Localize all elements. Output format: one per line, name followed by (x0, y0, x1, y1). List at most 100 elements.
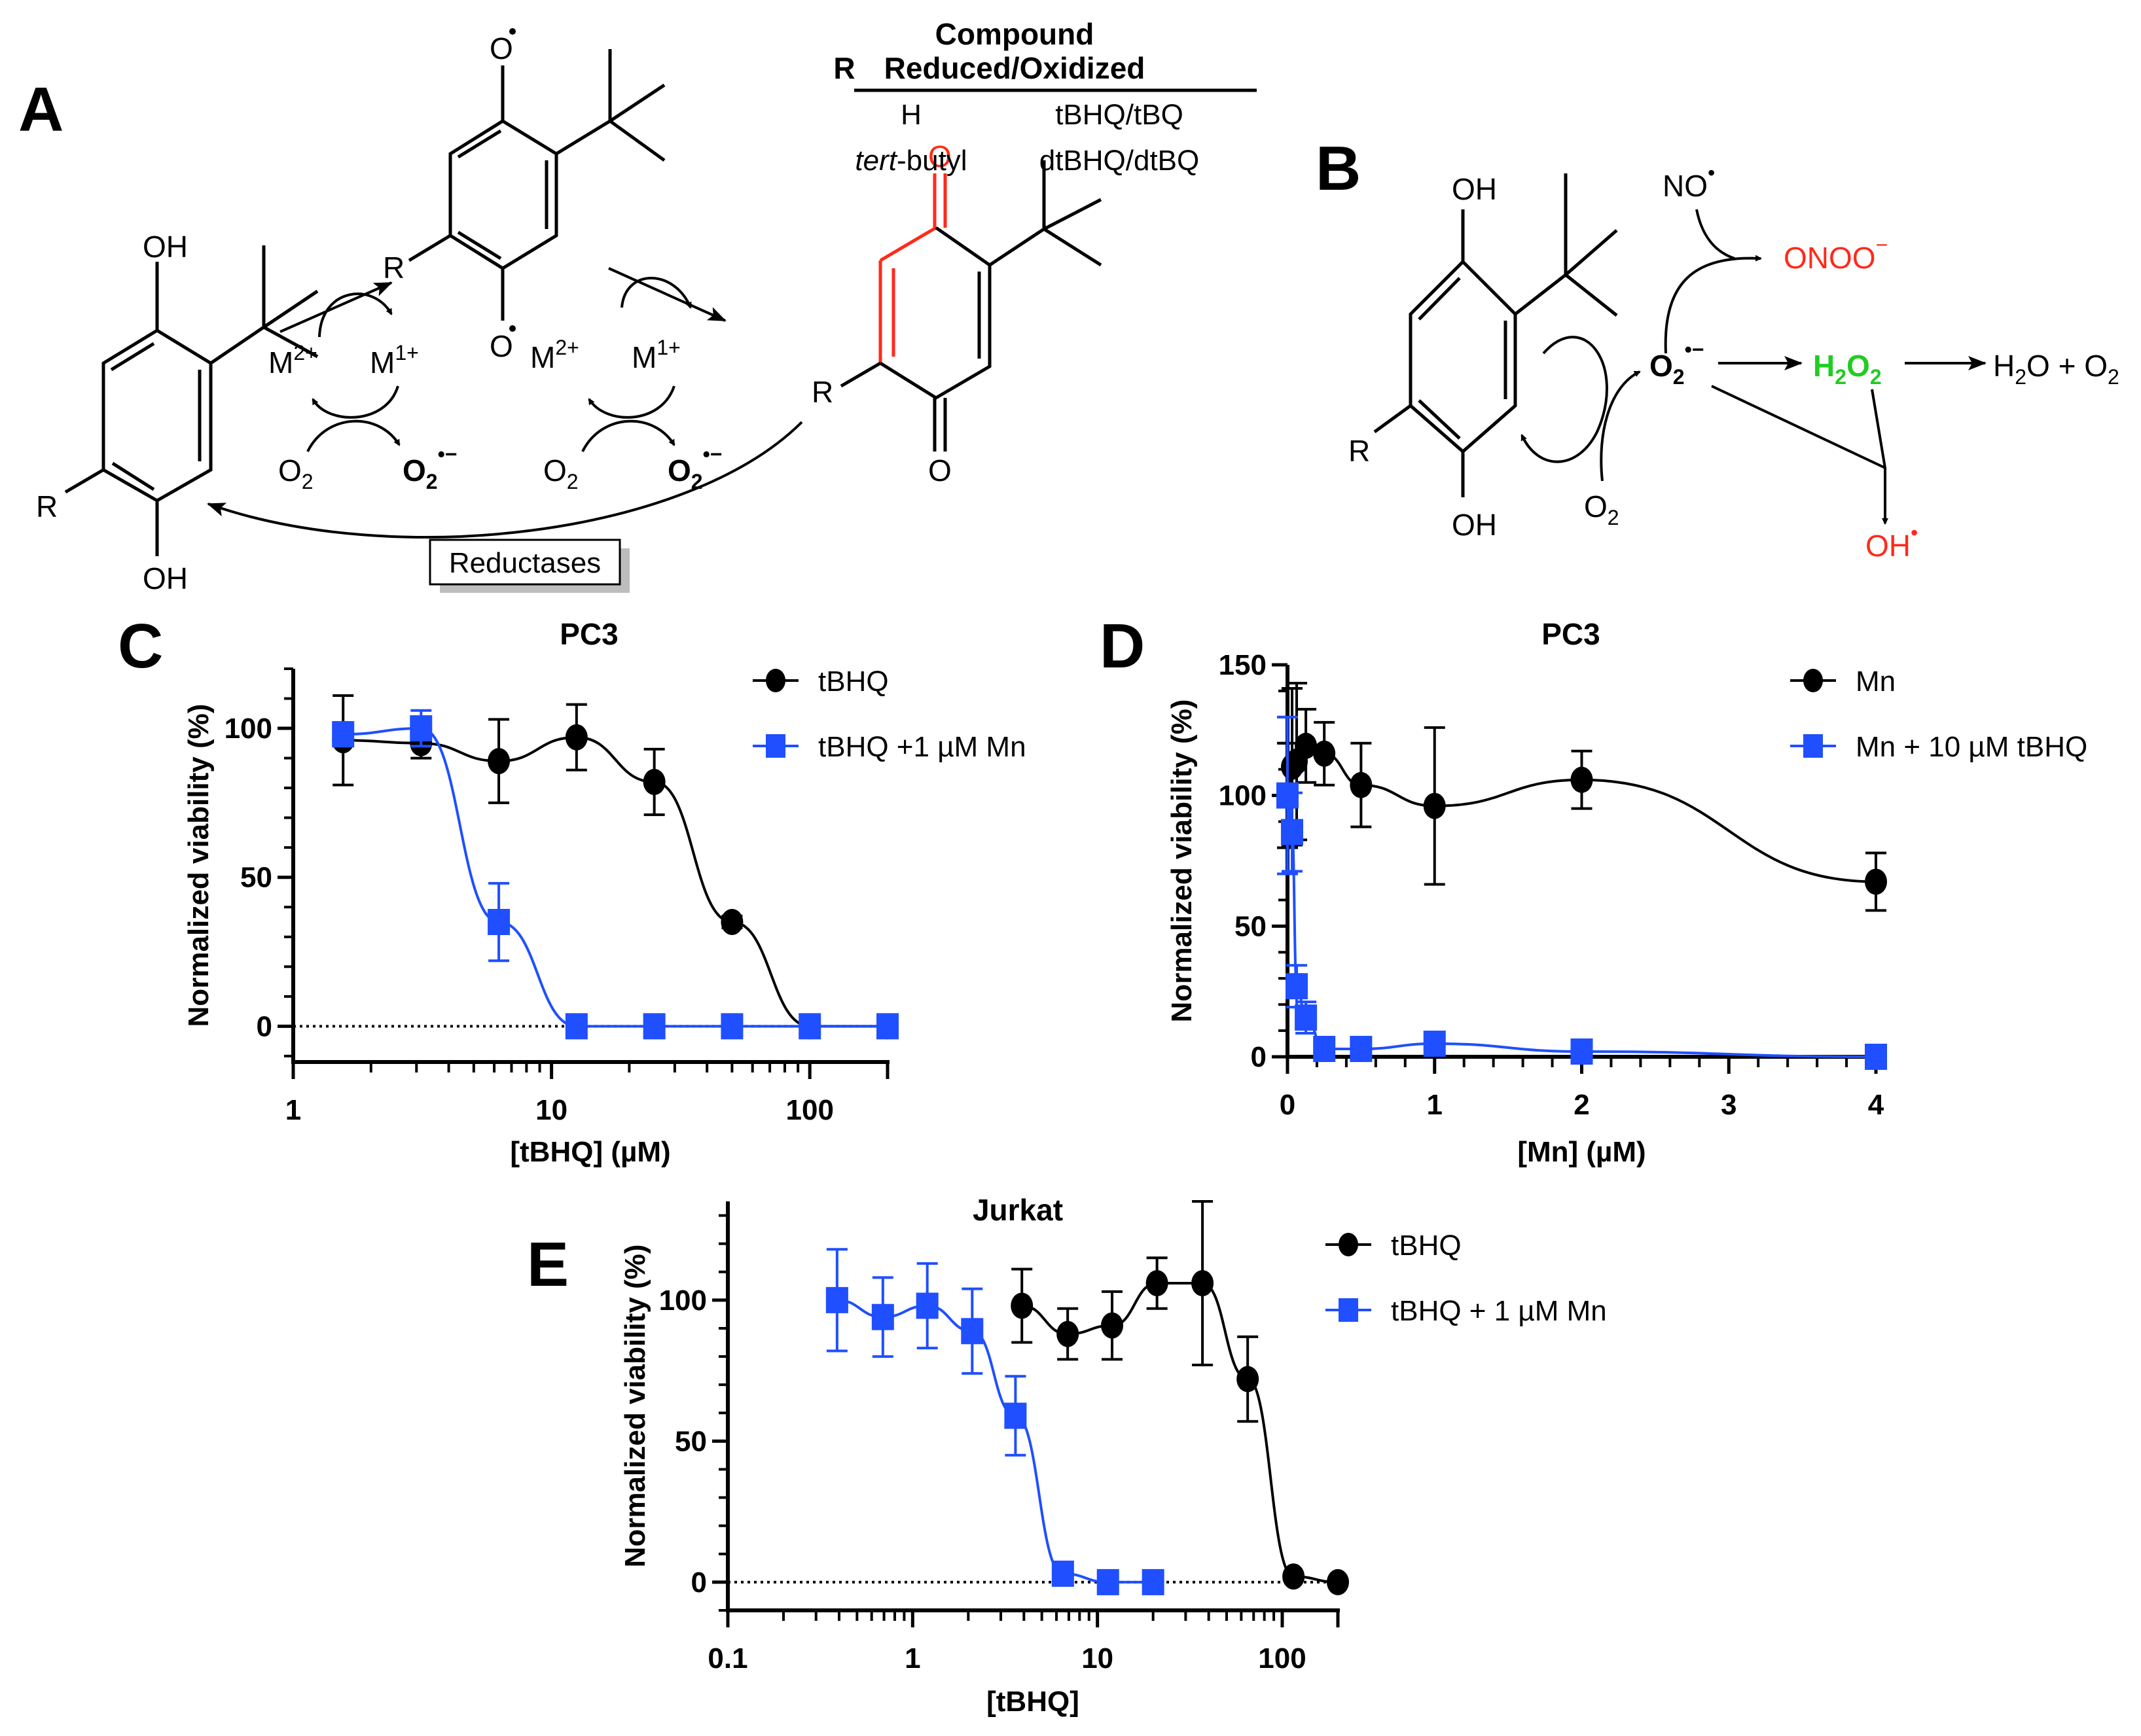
table-header-compound-1: Compound (935, 17, 1094, 51)
data-point-circle (565, 724, 588, 751)
x-axis-label: [Mn] (µM) (1517, 1136, 1646, 1168)
hydroquinone-structure-b (1373, 173, 1618, 497)
fit-curve (343, 727, 888, 1028)
butyl-text: -butyl (897, 145, 967, 177)
y-tick-label: 100 (1219, 780, 1267, 812)
r-substituent-table: Compound R Reduced/Oxidized H tBHQ/tBQ t… (833, 17, 1257, 177)
metal-oxidation-arrow-2 (588, 385, 675, 419)
m2-label-2: M2+ (530, 336, 579, 374)
superoxide-label-2: O2•− (668, 442, 722, 493)
reductases-label: Reductases (449, 547, 601, 579)
series-black-circles (1276, 681, 1887, 912)
hydroquinone-cycle-arrow (1520, 336, 1608, 463)
data-point-square (410, 715, 433, 742)
r-label-left: R (36, 489, 58, 523)
data-point-circle (1313, 740, 1336, 767)
y-tick-label: 50 (240, 862, 272, 894)
data-point-circle (1423, 792, 1446, 819)
data-point-circle (1191, 1270, 1214, 1296)
data-point-square (332, 721, 355, 748)
panel-letter-b: B (1316, 133, 1361, 204)
superoxide-label-b: O2•− (1649, 338, 1704, 389)
data-point-circle (488, 748, 511, 775)
oh-label-bottom: OH (143, 561, 188, 595)
o-quinone-top: O (928, 139, 952, 173)
forward-arrow-1 (279, 281, 393, 333)
x-tick-label: 100 (1258, 1642, 1306, 1674)
o-radical-top: O (490, 31, 513, 65)
panel-letter-e: E (527, 1230, 569, 1300)
panel-letter-c: C (118, 611, 163, 681)
x-axis-label: [tBHQ] (µM) (510, 1136, 670, 1168)
chart-title: Jurkat (973, 1193, 1063, 1227)
legend-label: Mn (1856, 665, 1896, 698)
m1-label-1: M1+ (370, 341, 419, 380)
y-tick-label: 0 (1251, 1041, 1267, 1073)
data-point-square (1142, 1568, 1164, 1595)
hydroquinone-structure (64, 245, 319, 556)
legend-label: Mn + 10 µM tBHQ (1856, 731, 2087, 763)
data-point-circle (1350, 771, 1373, 798)
water-oxygen-label: H2O + O2 (1993, 349, 2119, 389)
panel-a: A OH OH R O (18, 17, 1257, 595)
o2-to-superoxide-arrow (1600, 370, 1641, 482)
panel-letter-d: D (1100, 611, 1145, 681)
nitric-oxide-label: NO• (1663, 161, 1715, 203)
radical-dot-icon (509, 325, 516, 332)
data-point-square (1051, 1560, 1074, 1587)
table-header-r: R (833, 51, 855, 85)
o2-reduction-arrow-1 (306, 419, 401, 452)
data-point-square (1004, 1402, 1027, 1429)
m1-label-2: M1+ (632, 336, 681, 374)
r-label-right: R (812, 375, 833, 409)
y-tick-label: 0 (257, 1010, 272, 1042)
x-tick-label: 1 (905, 1642, 920, 1674)
hydroxyl-radical-label: OH• (1865, 521, 1918, 563)
table-header-compound-2: Reduced/Oxidized (884, 51, 1145, 85)
fit-curve (1286, 794, 1877, 1058)
x-tick-label: 1 (285, 1094, 301, 1126)
legend-square-icon (1339, 1298, 1358, 1322)
h2o2-to-hydroxyl-arrow (1871, 389, 1888, 525)
y-axis-label: Normalized viability (%) (183, 704, 215, 1027)
superoxide-to-hydroxyl-line (1711, 385, 1886, 469)
data-point-circle (1056, 1320, 1079, 1347)
redox-cycle-2 (581, 267, 727, 452)
chart-title: PC3 (560, 617, 618, 651)
data-point-circle (1865, 868, 1887, 895)
o-quinone-bottom: O (928, 453, 952, 487)
y-tick-label: 50 (1234, 910, 1267, 942)
reductases-box (429, 539, 621, 586)
legend-circle-icon (766, 669, 785, 692)
o-radical-bottom: O (490, 329, 513, 363)
x-tick-label: 10 (535, 1094, 567, 1126)
oh-bottom-b: OH (1452, 508, 1497, 542)
superoxide-to-peroxynitrite-arrow (1664, 255, 1762, 354)
data-point-square (1295, 1004, 1318, 1031)
fit-curve (343, 735, 888, 1028)
data-point-square (1096, 1568, 1119, 1595)
x-tick-label: 0.1 (708, 1642, 747, 1674)
redox-cycle-1 (279, 281, 401, 452)
x-axis-label: [tBHQ] (986, 1686, 1079, 1718)
data-point-square (1281, 819, 1304, 845)
y-tick-label: 100 (225, 713, 272, 745)
panel-letter-a: A (18, 75, 63, 145)
data-point-square (1286, 973, 1308, 1000)
data-point-square (799, 1013, 821, 1040)
data-point-circle (1011, 1292, 1034, 1319)
data-point-circle (721, 909, 744, 936)
y-tick-label: 100 (659, 1284, 707, 1317)
data-point-square (876, 1013, 899, 1040)
series-blue-squares (332, 709, 899, 1040)
metal-oxidation-arrow-1 (312, 385, 399, 419)
x-tick-label: 0 (1280, 1089, 1295, 1121)
oh-top-b: OH (1452, 172, 1497, 206)
panel-b: B OH OH R NO• ONOO− O2•− (1316, 133, 2119, 563)
table-row-1-compound: tBHQ/tBQ (1055, 99, 1183, 131)
m2-label-1: M2+ (268, 341, 317, 380)
data-point-square (643, 1013, 666, 1040)
tert-italic: tert (855, 145, 897, 177)
x-tick-label: 10 (1081, 1642, 1113, 1674)
